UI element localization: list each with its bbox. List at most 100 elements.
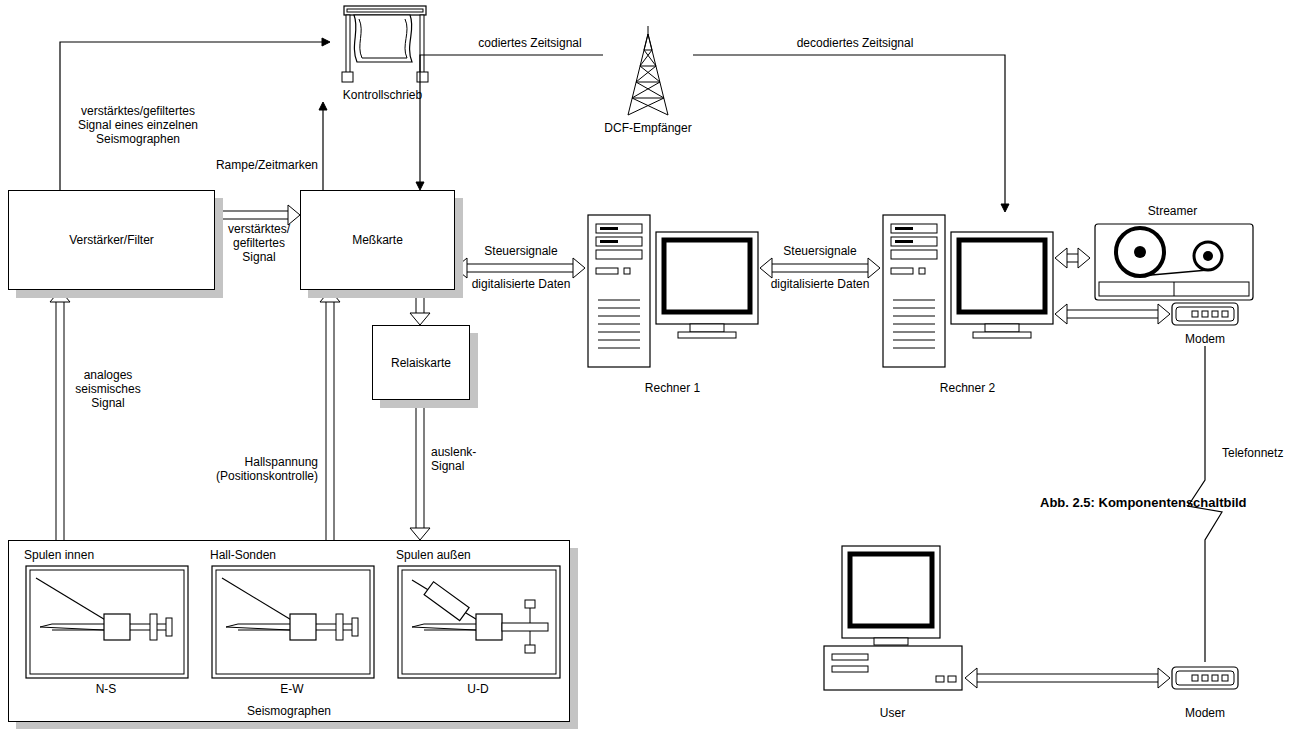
connector-line (772, 264, 868, 273)
node-label: U-D (392, 682, 564, 696)
signal-label: Rampe/Zeitmarken (200, 158, 318, 172)
figure-caption: Abb. 2.5: Komponentenschaltbild (1040, 496, 1247, 510)
graphic-part (412, 624, 476, 630)
graphic-part (476, 614, 502, 640)
graphic-part (424, 582, 469, 621)
graphic-part (530, 606, 531, 646)
arrowhead (1158, 668, 1170, 688)
arrowhead (319, 102, 327, 110)
graphic-part (628, 50, 668, 115)
arrowhead (573, 258, 585, 278)
connector-line (215, 212, 288, 219)
node-heading: Hall-Sonden (206, 548, 378, 562)
connector-line (322, 110, 323, 190)
graphic-part (832, 654, 868, 660)
connector-line (57, 302, 64, 540)
graphic-part (344, 6, 426, 15)
data-arrow (410, 290, 430, 325)
node-label: N-S (20, 682, 192, 696)
graphic-part (948, 676, 956, 682)
graphic-part (412, 580, 484, 624)
signal-arrow (416, 55, 603, 190)
arrowhead (50, 290, 70, 302)
data-arrow (1055, 248, 1090, 268)
graphic-part (832, 666, 868, 672)
node-label: Modem (1185, 706, 1225, 720)
data-arrow (965, 668, 1170, 688)
graphic-part (342, 72, 353, 82)
graphic-part (359, 19, 407, 58)
graphic-part (850, 554, 932, 626)
signal-arrow (693, 55, 1009, 212)
arrowhead (965, 668, 977, 688)
graphic-part (936, 676, 944, 682)
seismograph-symbol (212, 566, 374, 678)
graphic-part (1140, 270, 1208, 276)
node-label: Verstärker/Filter (69, 233, 154, 247)
graphic-part (1099, 282, 1249, 296)
node-label: Rechner 2 (940, 381, 995, 395)
computer-symbol (883, 215, 1053, 367)
process-box: Verstärker/Filter (8, 190, 215, 290)
graphic-part (1194, 242, 1222, 270)
node-label: Modem (1185, 332, 1225, 346)
connector-line (1067, 255, 1078, 262)
graphic-part (424, 582, 469, 621)
arrowhead (1001, 204, 1009, 212)
connector-line (416, 290, 425, 313)
group-box: SeismographenSpulen innenN-SHall-SondenE… (8, 540, 570, 722)
graphic-part (628, 26, 668, 115)
connector-line (693, 55, 1005, 204)
receiver-node: DCF-Empfänger (603, 30, 693, 135)
streamer-symbol (1095, 224, 1253, 300)
user-computer-symbol (824, 546, 962, 690)
modem-symbol (1172, 303, 1238, 325)
node-label: User (880, 706, 905, 720)
plotter-node: Kontrollschrieb (330, 4, 435, 102)
graphic-part (1203, 251, 1213, 261)
signal-arrow (319, 102, 327, 190)
node-label: Kontrollschrieb (343, 88, 422, 102)
graphic-part (1174, 282, 1175, 296)
node-label: Meßkarte (352, 233, 403, 247)
node-label: DCF-Empfänger (604, 121, 691, 135)
graphic-part (502, 623, 548, 631)
connector-line (417, 400, 424, 528)
signal-label: decodiertes Zeitsignal (780, 36, 930, 50)
signal-label: verstärktes/ gefiltertes Signal (220, 222, 298, 264)
node-label: E-W (206, 682, 378, 696)
computer-node: Rechner 1 (585, 212, 760, 395)
signal-label: Telefonnetz (1222, 446, 1290, 460)
graphic-part (874, 638, 908, 645)
connector-line (467, 265, 573, 272)
process-box: Relaiskarte (372, 325, 470, 400)
data-arrow (320, 290, 340, 540)
arrowhead (410, 528, 430, 540)
node-label: Streamer (1148, 204, 1197, 218)
data-arrow (1055, 304, 1170, 324)
arrowhead (455, 258, 467, 278)
plotter-symbol (342, 6, 428, 82)
connector-line (772, 265, 868, 272)
node-heading: Spulen innen (20, 548, 192, 562)
signal-label: Hallspannung (Positionskontrolle) (200, 455, 318, 483)
seismograph-symbol (398, 566, 560, 678)
seismograph-symbol (26, 566, 188, 678)
arrowhead (1055, 248, 1067, 268)
signal-arrow (60, 38, 330, 190)
graphic-part (632, 50, 664, 98)
computer-symbol (588, 215, 758, 367)
data-arrow (50, 290, 70, 540)
signal-label: analoges seismisches Signal (68, 368, 148, 410)
streamer-node: Streamer (1090, 204, 1255, 302)
arrowhead (1078, 248, 1090, 268)
connector-line (416, 400, 425, 528)
graphic-part (525, 600, 535, 608)
radio-tower-symbol (628, 26, 668, 115)
graphic-part (842, 546, 940, 638)
node-label: Relaiskarte (391, 356, 451, 370)
arrowhead (320, 290, 340, 302)
data-arrow (455, 258, 585, 278)
connector-line (977, 674, 1158, 683)
